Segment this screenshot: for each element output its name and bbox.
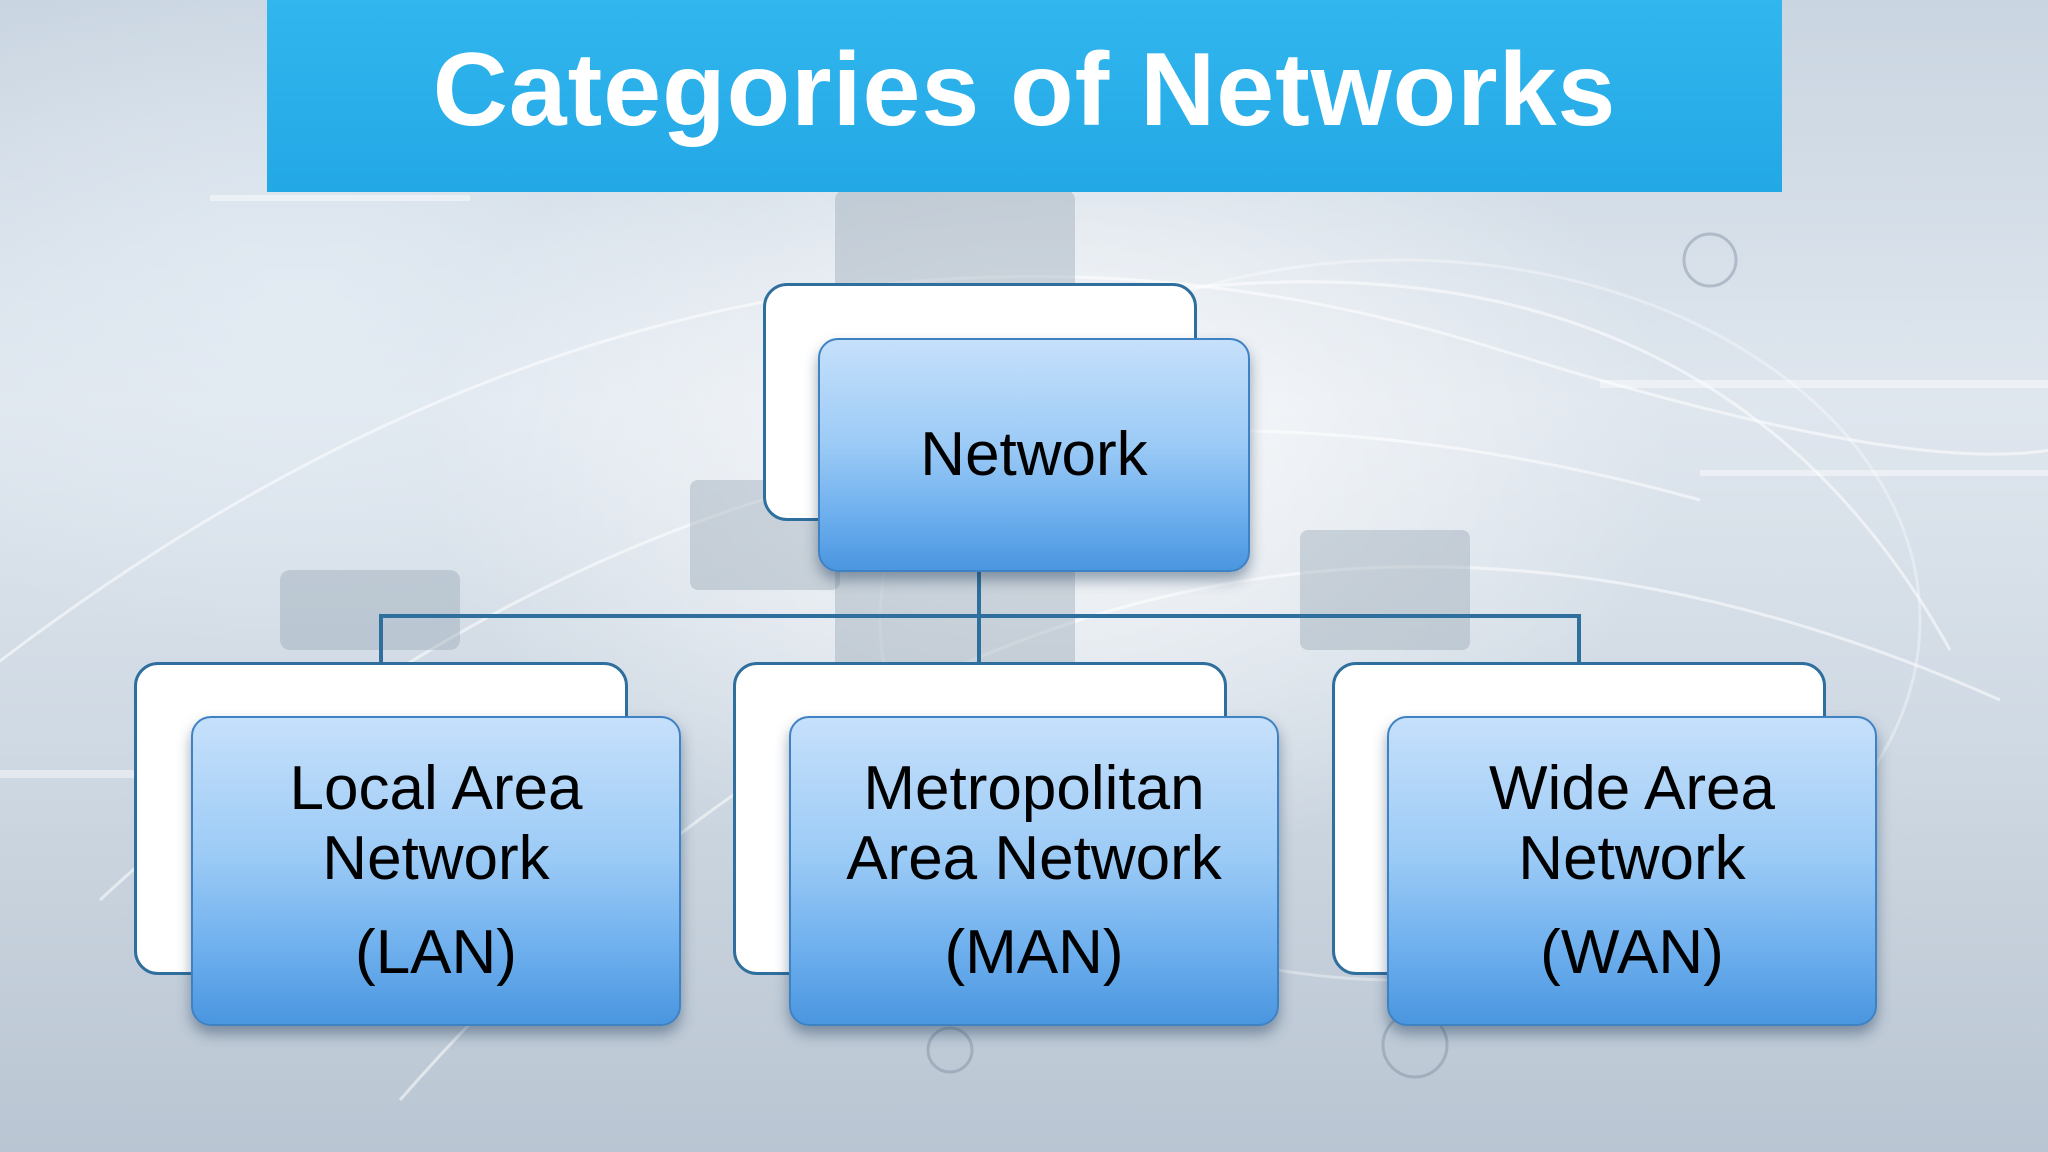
wan-node-line2: Network <box>1518 824 1746 893</box>
lan-node-line2: Network <box>322 824 550 893</box>
man-node-abbr: (MAN) <box>944 918 1124 987</box>
connector-root-vertical <box>977 570 981 616</box>
title-banner: Categories of Networks <box>267 0 1782 192</box>
wan-node: Wide Area Network (WAN) <box>1387 716 1877 1026</box>
lan-node: Local Area Network (LAN) <box>191 716 681 1026</box>
man-node-line1: Metropolitan <box>863 754 1205 823</box>
connector-man-vertical <box>977 614 981 664</box>
network-node-label: Network <box>920 420 1148 489</box>
man-node-line2: Area Network <box>846 824 1222 893</box>
network-node: Network <box>818 338 1250 572</box>
connector-lan-vertical <box>379 614 383 664</box>
connector-wan-vertical <box>1577 614 1581 664</box>
man-node: Metropolitan Area Network (MAN) <box>789 716 1279 1026</box>
wan-node-line1: Wide Area <box>1488 754 1776 823</box>
lan-node-abbr: (LAN) <box>355 918 517 987</box>
slide-title: Categories of Networks <box>432 31 1617 148</box>
lan-node-line1: Local Area <box>289 754 583 823</box>
wan-node-abbr: (WAN) <box>1540 918 1724 987</box>
